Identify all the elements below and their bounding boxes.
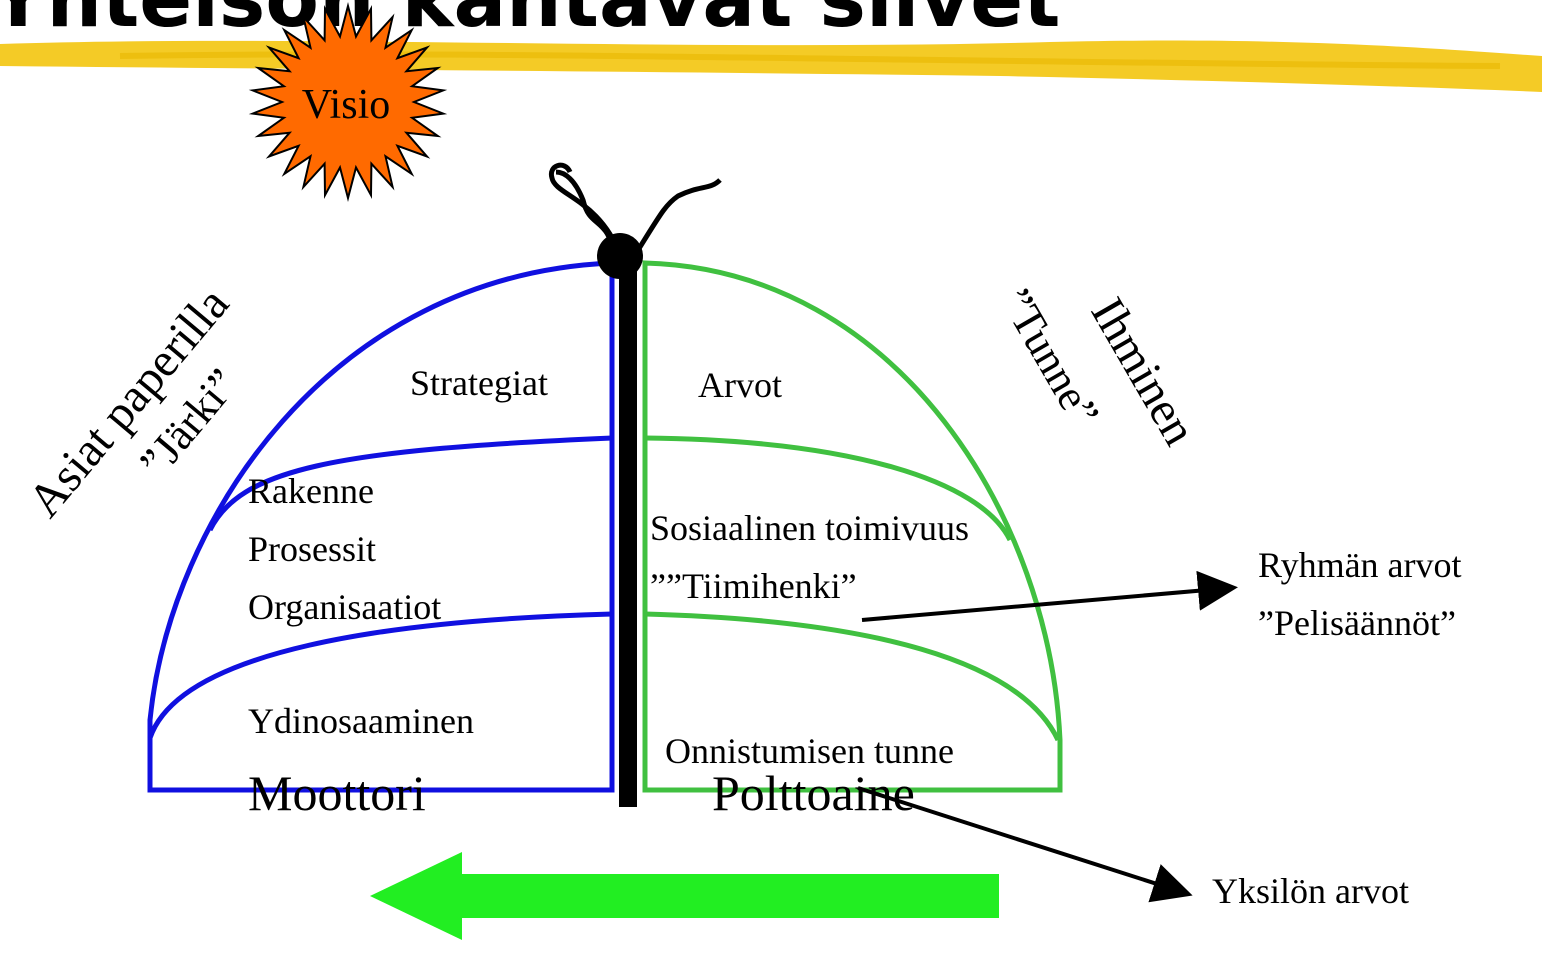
right-layer-middle-2: ””Tiimihenki”: [650, 566, 857, 606]
group-values-line-1: Ryhmän arvot: [1258, 545, 1462, 585]
group-values-arrow: [862, 588, 1230, 620]
left-layer-bottom: Ydinosaaminen: [248, 701, 474, 741]
left-caption: Moottori: [248, 765, 426, 821]
left-layer-middle-1: Rakenne: [248, 471, 374, 511]
direction-arrow: [370, 852, 999, 940]
insect-head: [597, 233, 643, 279]
vision-label: Visio: [302, 82, 391, 128]
group-values-line-2: ”Pelisäännöt”: [1258, 603, 1456, 643]
slide-title: Yhteisön kantavat siivet: [0, 0, 1060, 45]
right-subheading: ”Tunne”: [991, 281, 1108, 435]
left-layer-top: Strategiat: [410, 363, 548, 403]
right-heading: Ihminen: [1080, 289, 1206, 454]
right-layer-top: Arvot: [698, 365, 782, 405]
left-layer-middle-3: Organisaatiot: [248, 587, 441, 627]
insect-body: [619, 262, 637, 807]
right-layer-middle-1: Sosiaalinen toimivuus: [650, 508, 969, 548]
title-brush-stroke: [0, 41, 1542, 92]
left-layer-middle-2: Prosessit: [248, 529, 376, 569]
individual-values-label: Yksilön arvot: [1212, 871, 1409, 911]
right-caption: Polttoaine: [712, 765, 915, 821]
